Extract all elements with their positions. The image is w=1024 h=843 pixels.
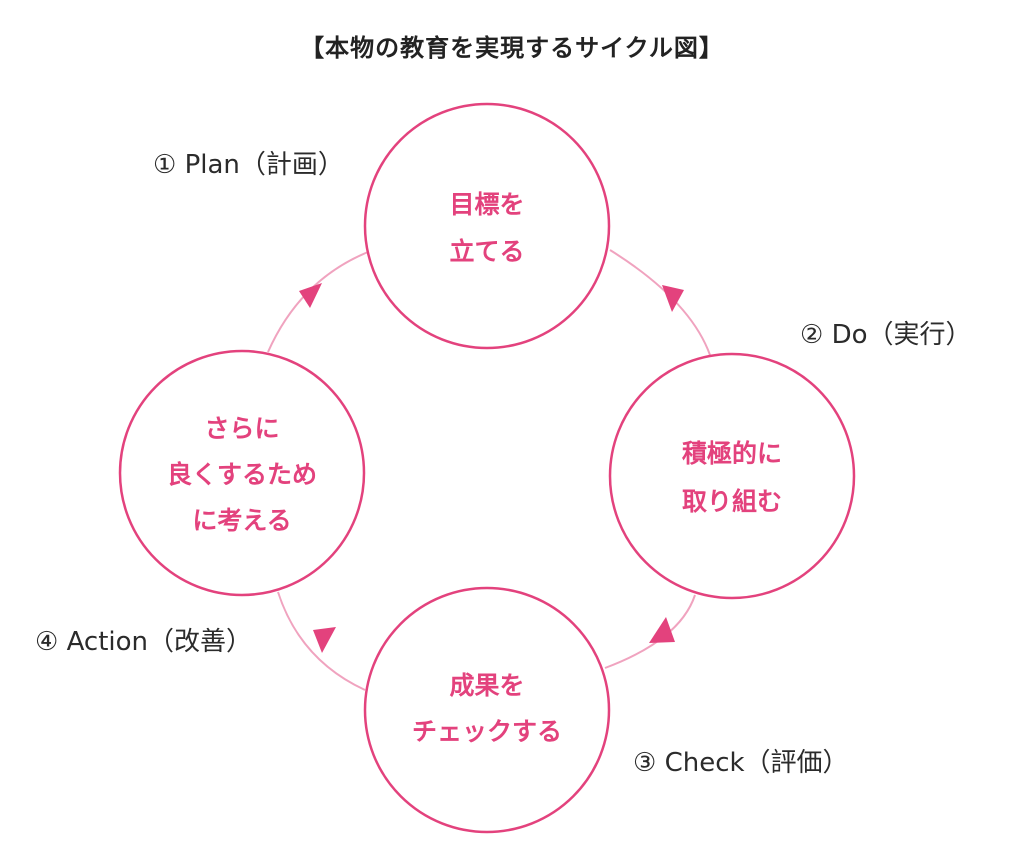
stage-label-do: ② Do（実行）: [800, 320, 972, 350]
node-circle-plan: [363, 102, 611, 350]
node-text-action-line-2: 良くするため: [167, 460, 317, 489]
node-text-action-line-3: に考える: [192, 506, 291, 535]
diagram-title: 【本物の教育を実現するサイクル図】: [300, 34, 724, 62]
stage-label-plan: ① Plan（計画）: [153, 150, 344, 180]
connector-do-to-check: [604, 594, 696, 669]
connector-action-to-plan: [267, 251, 369, 353]
connector-check-to-action: [277, 591, 366, 691]
node-text-plan-line-2: 立てる: [449, 237, 524, 266]
stage-label-check: ③ Check（評価）: [633, 748, 849, 778]
node-text-do-line-1: 積極的に: [682, 439, 782, 468]
node-text-do-line-2: 取り組む: [682, 487, 782, 516]
connector-plan-to-do: [609, 249, 711, 356]
arrowhead-do-to-check: [649, 617, 675, 643]
arrowhead-plan-to-do: [662, 285, 684, 312]
node-circle-action: [118, 349, 366, 597]
node-text-check-line-2: チェックする: [412, 717, 562, 746]
node-text-action-line-1: さらに: [204, 414, 279, 443]
node-circle-check: [363, 586, 611, 834]
arrowhead-check-to-action: [313, 627, 336, 653]
node-text-plan-line-1: 目標を: [449, 190, 524, 219]
node-text-check-line-1: 成果を: [449, 671, 524, 700]
arrowhead-action-to-plan: [299, 283, 322, 308]
stage-label-action: ④ Action（改善）: [35, 627, 252, 657]
node-circle-do: [608, 352, 856, 600]
